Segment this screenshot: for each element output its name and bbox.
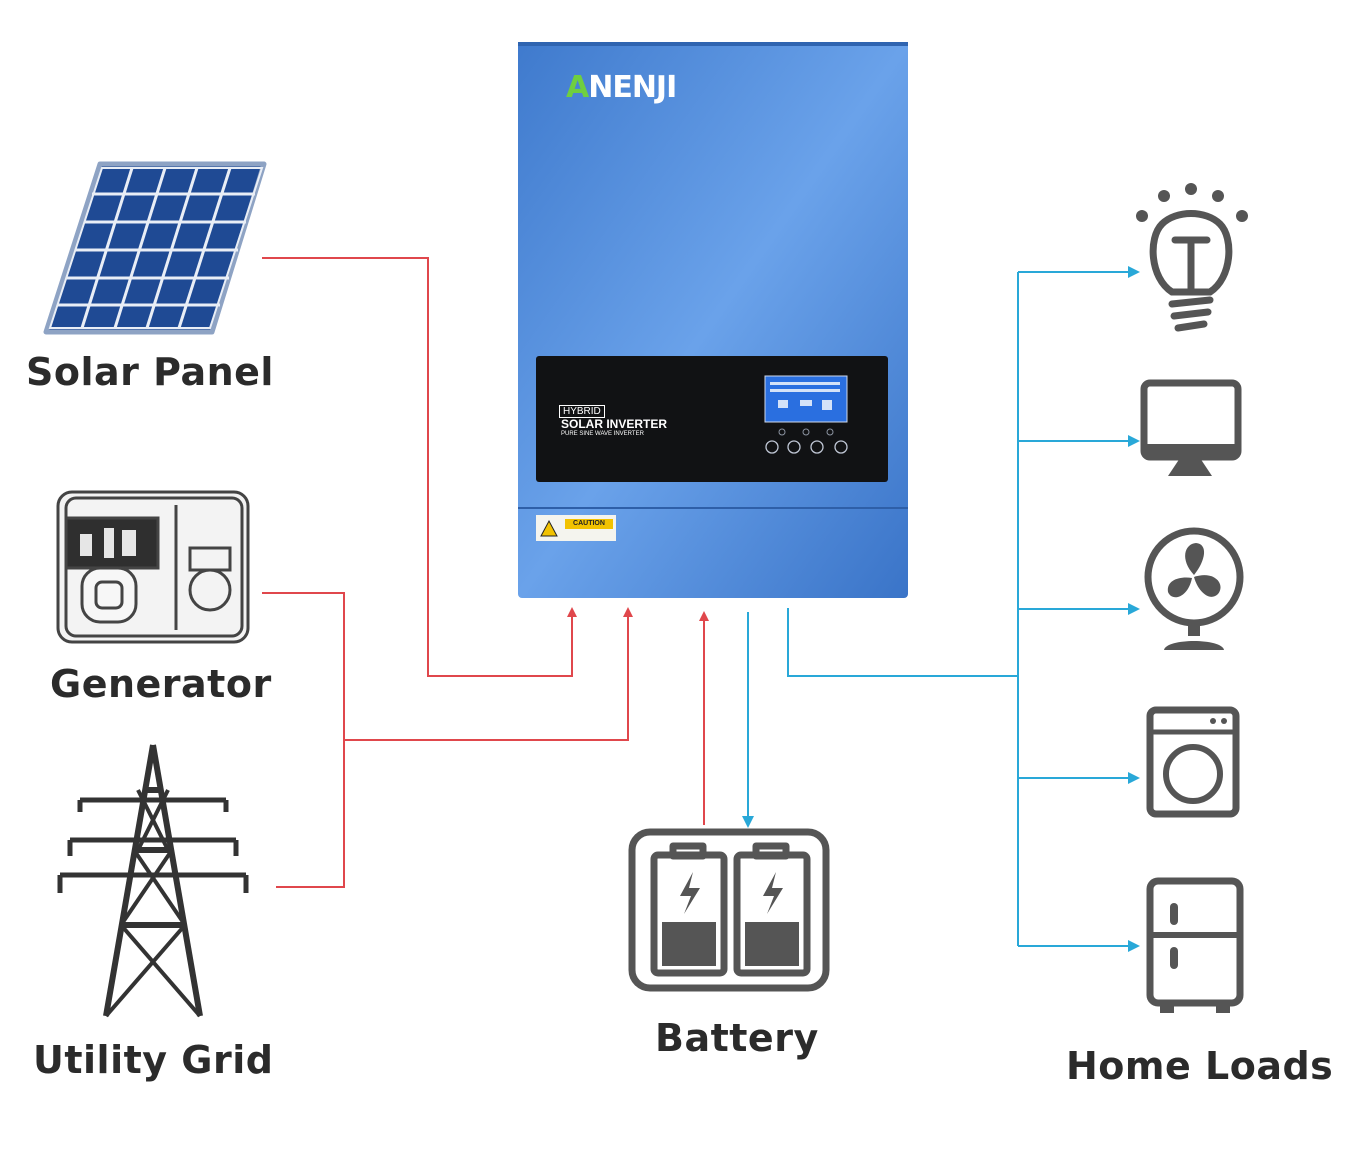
fan-icon xyxy=(1144,527,1244,650)
generator-icon xyxy=(56,490,250,644)
input-connectors xyxy=(262,257,709,888)
brand-logo: ANENJI xyxy=(566,70,677,105)
utility-grid-label: Utility Grid xyxy=(33,1038,274,1082)
washing-machine-icon xyxy=(1146,706,1240,818)
solar-panel-label: Solar Panel xyxy=(26,350,274,394)
battery-label: Battery xyxy=(655,1016,819,1060)
home-loads-label: Home Loads xyxy=(1066,1044,1334,1088)
refrigerator-icon xyxy=(1146,877,1244,1013)
inverter-badge: HYBRID xyxy=(559,405,605,418)
generator-connector xyxy=(262,592,345,740)
load-bus xyxy=(787,608,1018,677)
inverter-title: SOLAR INVERTER xyxy=(561,417,668,431)
solar-panel-icon xyxy=(43,161,267,335)
inverter-subtitle: PURE SINE WAVE INVERTER xyxy=(561,431,644,437)
caution-label: CAUTION xyxy=(565,519,613,529)
hybrid-inverter xyxy=(518,42,908,598)
light-bulb-icon xyxy=(1136,183,1248,332)
control-buttons xyxy=(765,440,848,454)
grid-connector xyxy=(276,607,633,888)
monitor-icon xyxy=(1140,379,1242,476)
transmission-tower-icon xyxy=(57,744,249,1018)
generator-label: Generator xyxy=(50,662,272,706)
solar-connector xyxy=(262,257,577,677)
battery-icon xyxy=(628,828,830,992)
output-connectors xyxy=(742,266,1140,952)
